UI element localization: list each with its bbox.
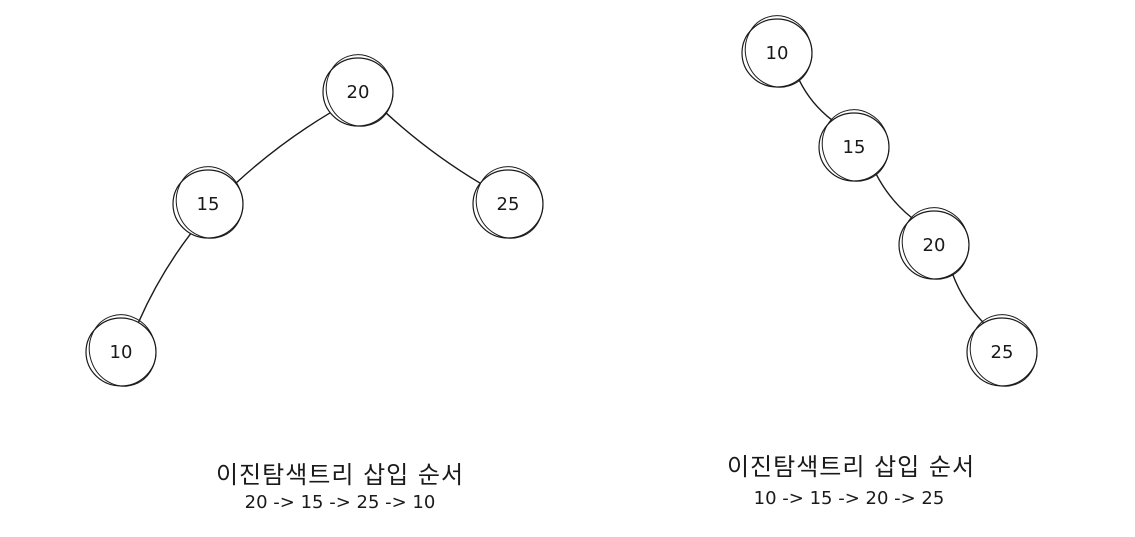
tree-node-n25: 25: [472, 166, 544, 239]
node-label: 25: [991, 342, 1014, 363]
tree-node-n20: 20: [322, 54, 394, 127]
node-circle-sketch: [744, 15, 813, 88]
node-label: 20: [347, 82, 370, 103]
tree-node-m15: 15: [818, 109, 890, 182]
edge-m20-m25: [952, 273, 984, 324]
tree-node-n15: 15: [172, 166, 244, 239]
edge-n20-n25: [385, 112, 481, 184]
node-label: 10: [110, 342, 133, 363]
edge-m10-m15: [798, 79, 833, 121]
tree-node-m10: 10: [741, 15, 813, 88]
right-caption-sequence: 10 -> 15 -> 20 -> 25: [753, 488, 945, 509]
left-caption-title: 이진탐색트리 삽입 순서: [215, 461, 465, 489]
tree-node-n10: 10: [85, 314, 157, 387]
tree-node-m25: 25: [966, 314, 1038, 387]
right-caption-title: 이진탐색트리 삽입 순서: [726, 453, 976, 481]
node-label: 15: [843, 137, 866, 158]
nodes-layer: 20 15 25 10 10 15 20 25: [85, 15, 1038, 387]
node-label: 20: [923, 235, 946, 256]
edges-layer: [138, 79, 984, 324]
node-label: 25: [497, 194, 520, 215]
edge-n20-n15: [235, 112, 331, 184]
node-circle-sketch: [969, 314, 1038, 387]
edge-m15-m20: [875, 173, 913, 219]
node-circle-sketch: [325, 54, 394, 127]
left-caption-sequence: 20 -> 15 -> 25 -> 10: [244, 492, 436, 513]
edge-n15-n10: [138, 233, 191, 323]
node-label: 15: [197, 194, 220, 215]
node-circle-sketch: [175, 166, 244, 239]
node-circle-sketch: [475, 166, 544, 239]
node-label: 10: [766, 43, 789, 64]
node-circle-sketch: [901, 207, 970, 280]
node-circle-sketch: [821, 109, 890, 182]
tree-node-m20: 20: [898, 207, 970, 280]
node-circle-sketch: [88, 314, 157, 387]
